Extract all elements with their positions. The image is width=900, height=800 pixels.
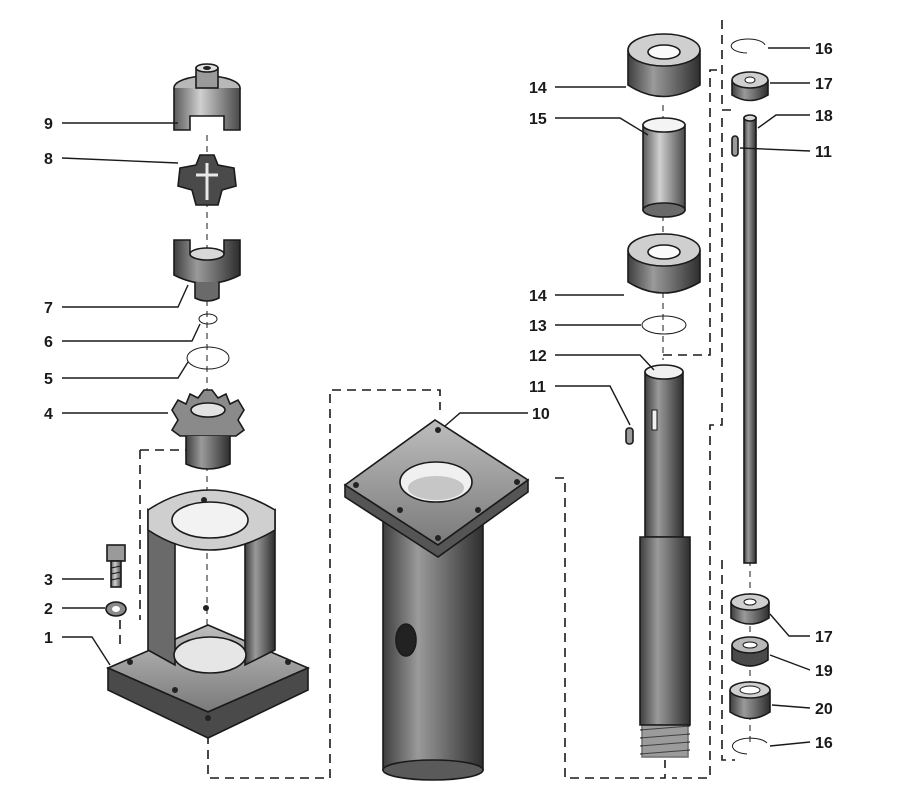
- part-7-coupling-hub: [173, 239, 241, 302]
- part-14-lower-bearing: [627, 233, 701, 294]
- callout-17-upper: 17: [815, 76, 833, 93]
- callout-1: 1: [44, 630, 53, 647]
- callout-17-lower: 17: [815, 629, 833, 646]
- part-13-spacer-ring: [641, 315, 687, 335]
- callout-10: 10: [532, 406, 550, 423]
- part-9-coupling-hub: [173, 63, 241, 131]
- callout-7: 7: [44, 300, 53, 317]
- part-10-column-with-flange: [343, 419, 530, 781]
- callout-3: 3: [44, 572, 53, 589]
- callout-13: 13: [529, 318, 547, 335]
- callout-14-upper: 14: [529, 80, 547, 97]
- part-17-lower-bearing: [730, 593, 770, 625]
- callout-4: 4: [44, 406, 53, 423]
- part-20-bushing: [729, 681, 771, 720]
- callout-8: 8: [44, 151, 53, 168]
- part-4-sprocket: [170, 389, 246, 470]
- callout-15: 15: [529, 111, 547, 128]
- part-18-inner-shaft: [743, 114, 757, 564]
- leader-lines: [61, 47, 811, 747]
- callout-5: 5: [44, 371, 53, 388]
- callout-numbers: 9 8 7 6 5 4 3 2 1 10 14 15 14 13 12 11 1…: [44, 41, 833, 752]
- callout-9: 9: [44, 116, 53, 133]
- part-2-washer: [105, 601, 127, 617]
- part-11-key-top: [731, 135, 739, 157]
- callout-16-lower: 16: [815, 735, 833, 752]
- callout-6: 6: [44, 334, 53, 351]
- assembly-route-lines: [119, 20, 735, 779]
- part-11-key-middle: [625, 427, 634, 445]
- part-5-retaining-ring: [186, 346, 230, 370]
- part-19-needle-bearing: [731, 636, 769, 667]
- callout-2: 2: [44, 601, 53, 618]
- callout-20: 20: [815, 701, 833, 718]
- part-16-upper-circlip: [730, 38, 766, 54]
- part-6-small-circlip: [198, 313, 218, 325]
- callout-19: 19: [815, 663, 833, 680]
- part-17-upper-bearing: [731, 71, 769, 102]
- part-15-sleeve: [642, 117, 686, 218]
- part-16-lower-circlip: [731, 737, 768, 755]
- callout-18: 18: [815, 108, 833, 125]
- part-12-hollow-spindle: [639, 364, 691, 758]
- callout-14-lower: 14: [529, 288, 547, 305]
- part-3-bolt: [106, 544, 126, 588]
- callout-12: 12: [529, 348, 547, 365]
- callout-16-upper: 16: [815, 41, 833, 58]
- callout-11-middle: 11: [529, 379, 546, 396]
- part-8-rubber-spider: [177, 154, 237, 206]
- part-1-bearing-housing: [105, 489, 311, 739]
- part-14-upper-bearing: [627, 33, 701, 98]
- callout-11-top: 11: [815, 144, 832, 161]
